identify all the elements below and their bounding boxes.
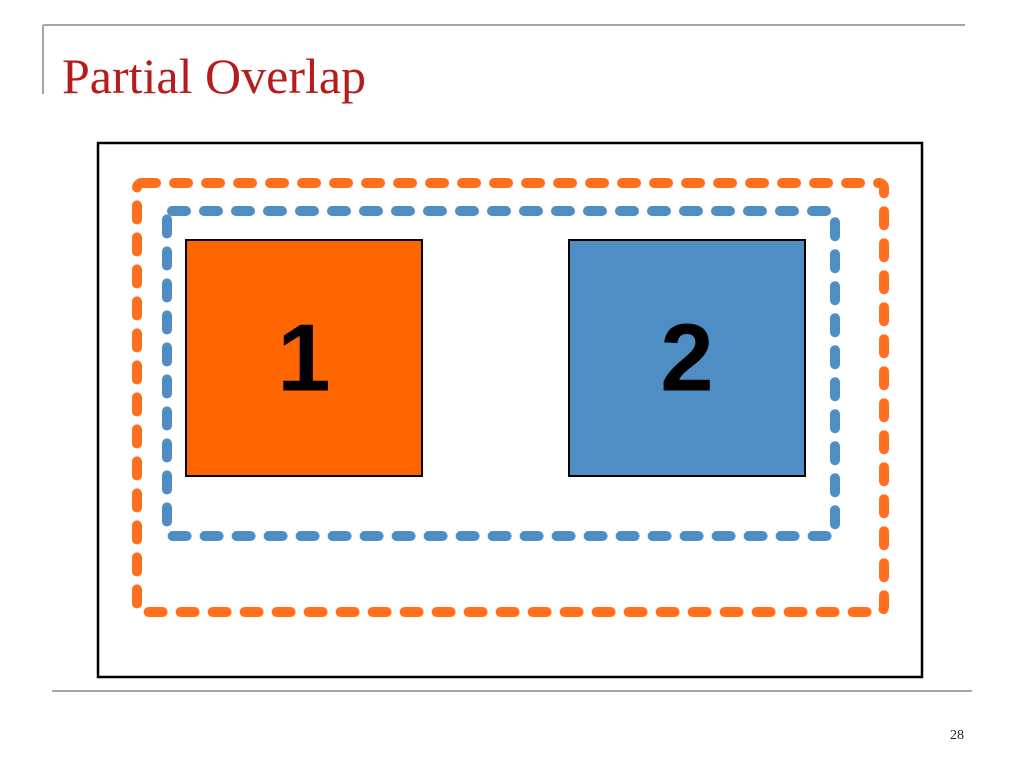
slide-title: Partial Overlap [62, 48, 367, 104]
box-2: 2 [568, 239, 806, 477]
page-number: 28 [950, 728, 964, 743]
diagram-frame [96, 141, 924, 679]
inner-region-outline [162, 206, 840, 541]
box-1-square [185, 239, 423, 477]
box-2-square [568, 239, 806, 477]
box-1-label: 1 [277, 305, 330, 412]
box-1: 1 [185, 239, 423, 477]
outer-region-outline [132, 178, 889, 617]
box-2-label: 2 [660, 305, 713, 412]
